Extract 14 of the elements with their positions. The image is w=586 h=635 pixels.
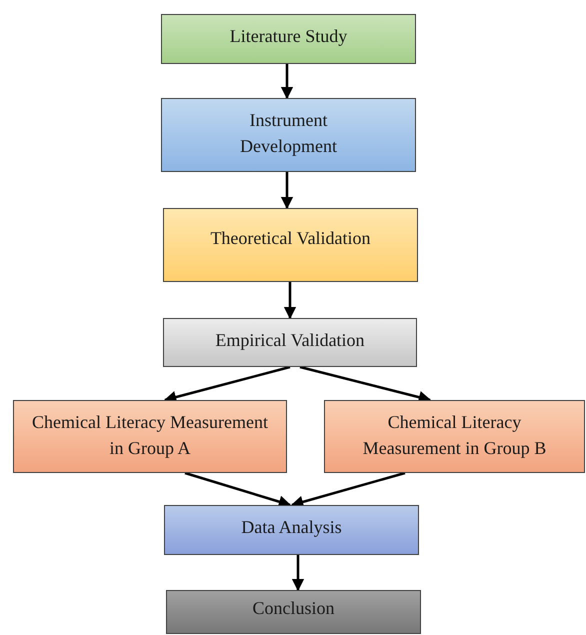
arrow <box>284 282 296 320</box>
process-box: Chemical Literacy Measurement in Group A <box>13 400 287 473</box>
arrow <box>292 555 304 592</box>
process-box: Instrument Development <box>161 98 416 172</box>
arrow <box>184 472 292 508</box>
process-box: Conclusion <box>166 590 421 634</box>
process-box: Theoretical Validation <box>163 208 418 282</box>
arrow <box>290 472 406 508</box>
arrow <box>280 172 294 210</box>
process-box: Literature Study <box>161 14 416 64</box>
process-box: Data Analysis <box>164 505 419 555</box>
process-box: Chemical Literacy Measurement in Group B <box>324 400 585 473</box>
process-box: Empirical Validation <box>163 318 417 367</box>
arrow <box>280 64 294 100</box>
